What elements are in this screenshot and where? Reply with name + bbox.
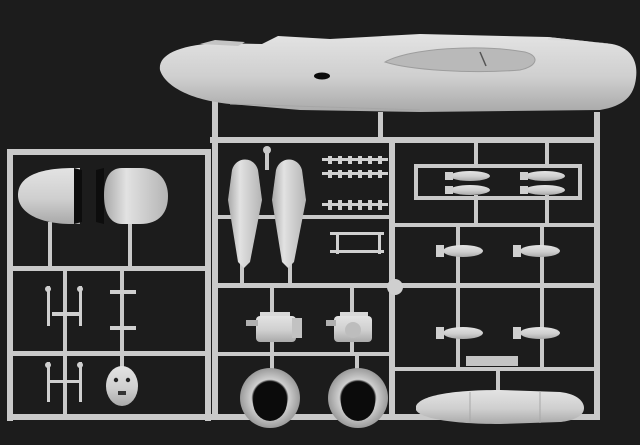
small-landing-gear-parts	[45, 362, 83, 402]
engine-block-left	[246, 312, 302, 342]
sprue-stub-tip	[263, 146, 271, 154]
drop-tank-half	[416, 390, 584, 424]
bombs-row-upper	[436, 245, 560, 257]
engine-ring-left	[240, 368, 300, 428]
engine-ring-right	[328, 368, 388, 428]
float-half-left	[228, 159, 262, 268]
sprue-vertical-stub	[265, 148, 269, 170]
bombs-row-lower	[436, 327, 560, 339]
engine-cowling-left	[18, 168, 82, 224]
angled-bracket-part	[466, 356, 518, 366]
wheel-hub-part	[106, 366, 138, 406]
sprue-junction-disc	[387, 279, 403, 295]
float-half-right	[272, 159, 306, 268]
engine-block-right	[326, 312, 372, 342]
small-strut-parts	[45, 286, 136, 330]
bomb-rack-box	[414, 164, 582, 200]
small-part-rows	[322, 156, 388, 254]
engine-cowling-right	[96, 168, 168, 224]
fuselage-half	[159, 34, 637, 112]
